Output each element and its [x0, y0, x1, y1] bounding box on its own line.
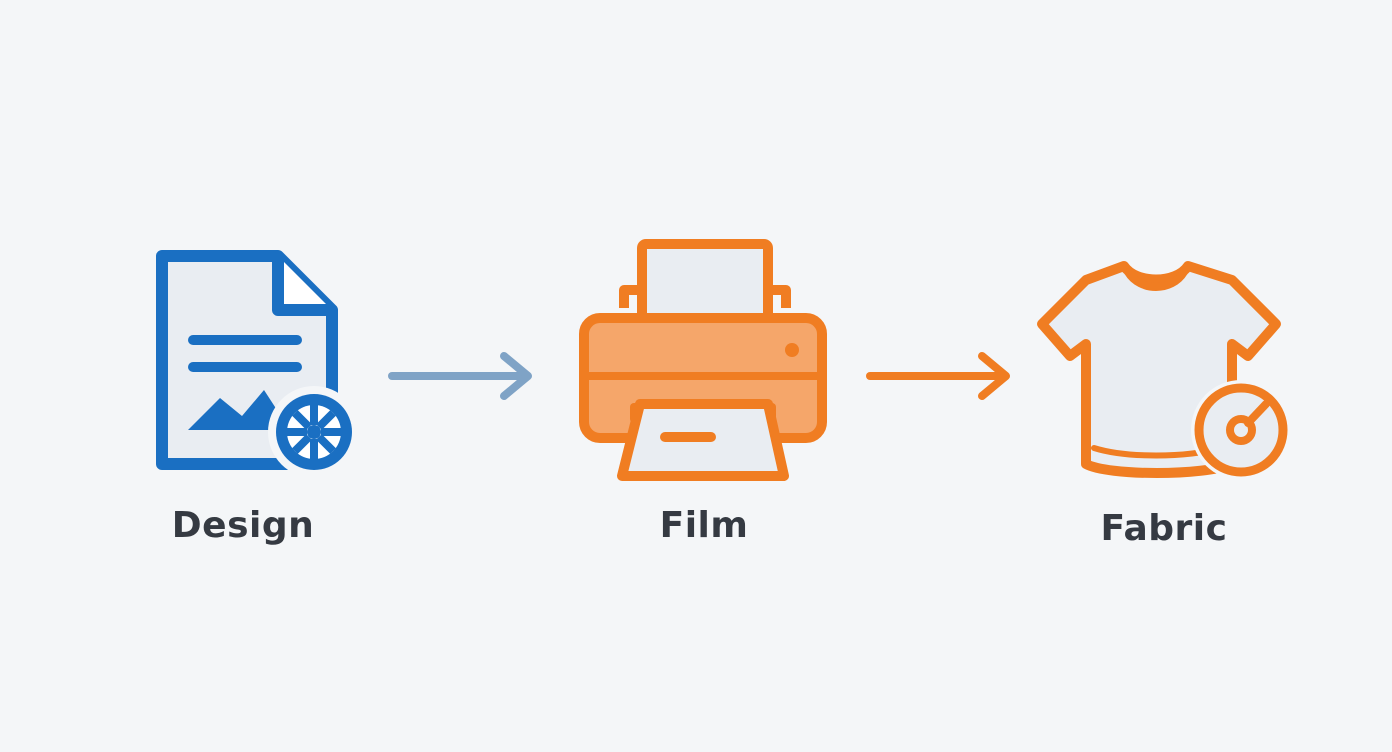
step-design-label: Design — [171, 505, 315, 546]
step-fabric-label: Fabric — [1100, 508, 1228, 549]
arrow-right-icon — [866, 352, 1010, 400]
tshirt-heat-press-icon — [1037, 261, 1291, 480]
printer-icon — [579, 239, 827, 481]
arrow-design-to-film — [388, 350, 538, 406]
document-image-reel-icon — [156, 250, 360, 478]
arrow-right-icon — [388, 352, 532, 400]
step-design — [150, 250, 365, 480]
step-film-label: Film — [659, 505, 749, 546]
step-fabric — [1036, 258, 1296, 483]
step-film — [578, 238, 828, 483]
arrow-film-to-fabric — [866, 350, 1016, 406]
